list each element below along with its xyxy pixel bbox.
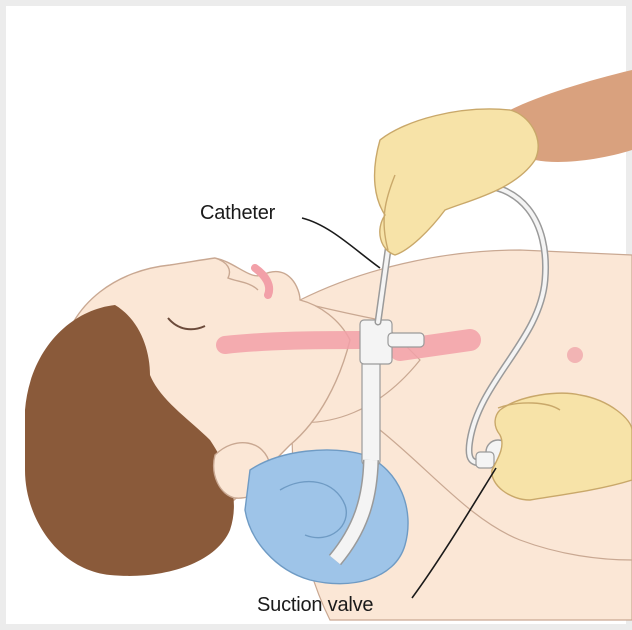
catheter-label: Catheter <box>200 202 275 225</box>
suction-valve-label: Suction valve <box>257 594 373 617</box>
tracheostomy-tube <box>362 360 380 465</box>
suction-valve-body <box>476 452 494 468</box>
nipple <box>567 347 583 363</box>
tube-connector <box>388 333 424 347</box>
airway-highlight-throat <box>225 340 360 345</box>
lower-gloved-hand <box>492 393 632 500</box>
tracheostomy-flange <box>360 320 392 364</box>
